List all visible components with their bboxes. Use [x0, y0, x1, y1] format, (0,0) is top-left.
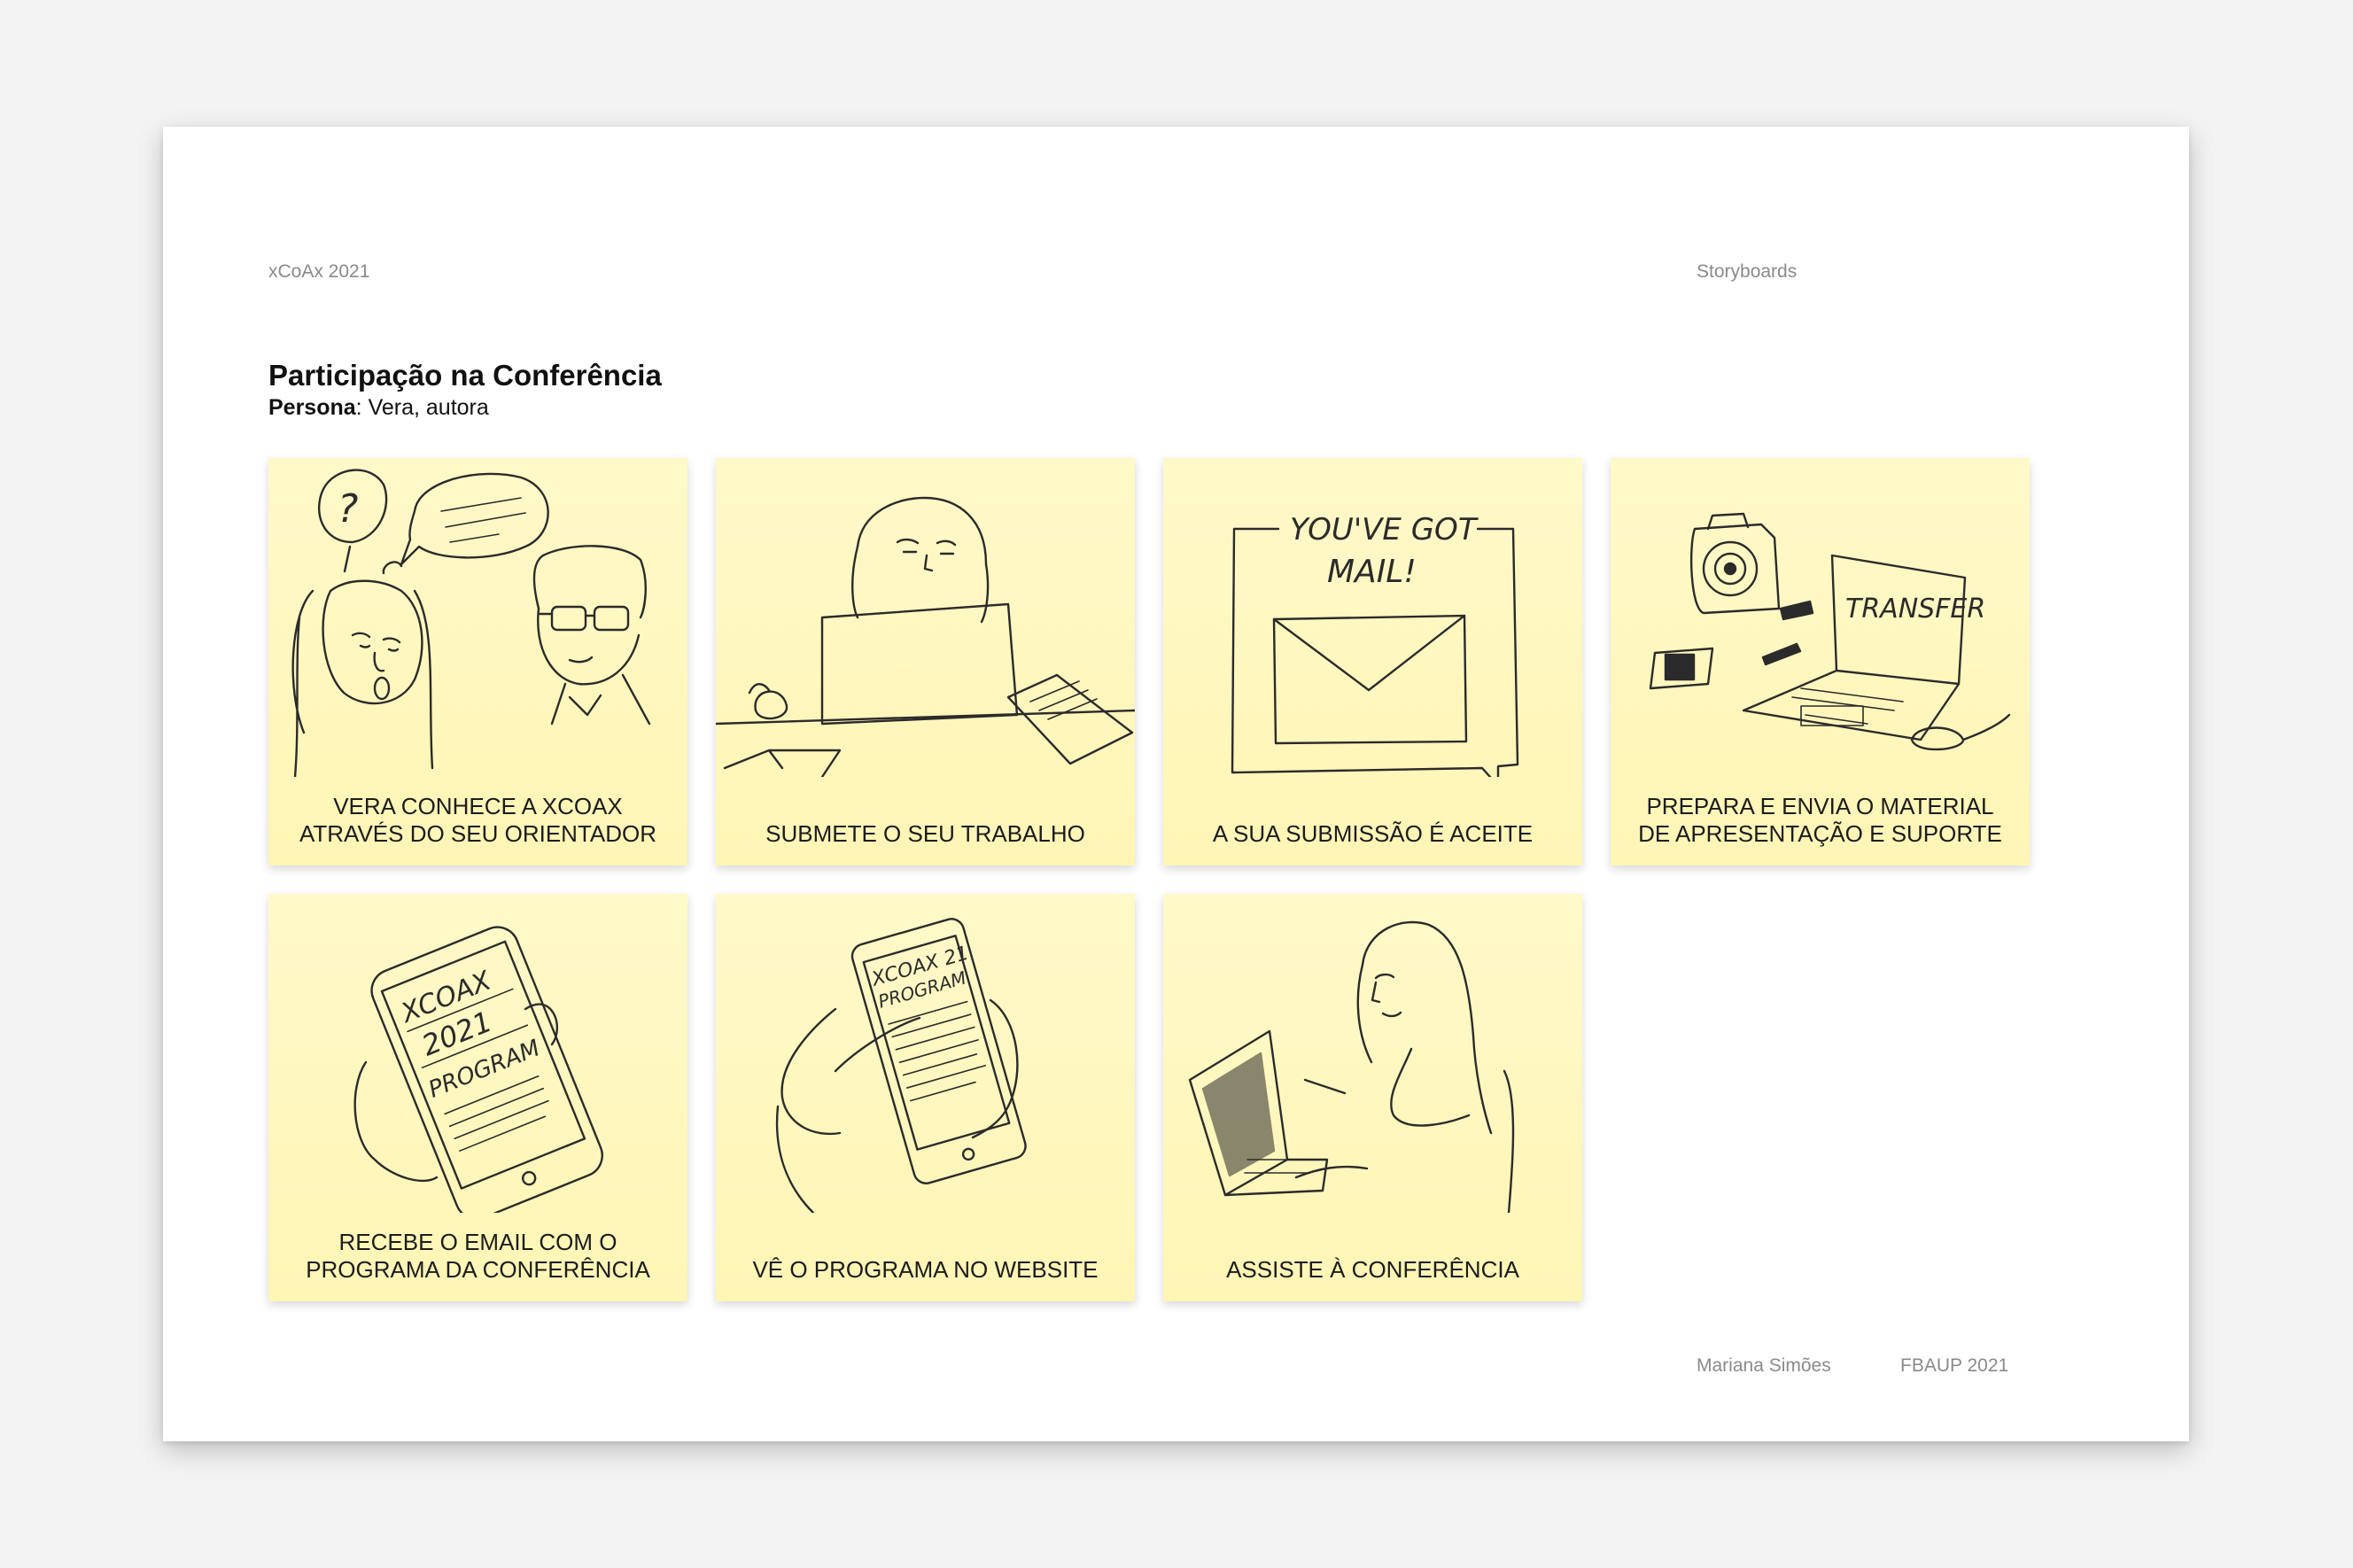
- page-title: Participação na Conferência: [268, 359, 662, 392]
- mail-exclaim-text: MAIL!: [1327, 554, 1417, 590]
- panel-5-caption: RECEBE O EMAIL COM O PROGRAMA DA CONFERÊ…: [306, 1229, 650, 1283]
- storyboard-panel-7: ASSISTE À CONFERÊNCIA: [1163, 894, 1582, 1301]
- panel-3-caption: A SUA SUBMISSÃO É ACEITE: [1212, 820, 1534, 847]
- persona-line: Persona: Vera, autora: [268, 395, 489, 421]
- mail-sketch-icon: YOU'VE GOT MAIL!: [1231, 512, 1519, 777]
- persona-value: : Vera, autora: [355, 395, 489, 420]
- phone-program-sketch-icon: XCOAX 2021 PROGRAM: [353, 926, 603, 1213]
- storyboard-panel-4: TRANSFER PREPARA E ENVIA O MATERIAL DE A…: [1611, 458, 2030, 866]
- panel-7-caption: ASSISTE À CONFERÊNCIA: [1226, 1256, 1519, 1283]
- question-mark: ?: [338, 486, 358, 532]
- storyboard-panel-1: ? VERA CONHECE A XCOAX ATRAVÉS DO SEU OR…: [268, 458, 687, 866]
- storyboard-panel-3: YOU'VE GOT MAIL! A SUA SUBMISSÃO É ACEIT…: [1163, 458, 1582, 866]
- camera-laptop-sketch-icon: TRANSFER: [1649, 512, 2011, 751]
- footer-organization: FBAUP 2021: [1900, 1355, 2009, 1376]
- conversation-sketch-icon: ?: [291, 469, 651, 777]
- panel-2-caption: SUBMETE O SEU TRABALHO: [765, 820, 1085, 847]
- persona-label: Persona: [268, 395, 356, 420]
- header-project: xCoAx 2021: [268, 261, 370, 282]
- storyboard-sheet: xCoAx 2021 Storyboards Participação na C…: [163, 127, 2189, 1441]
- transfer-screen-text: TRANSFER: [1845, 594, 1985, 625]
- header-section: Storyboards: [1697, 261, 1798, 282]
- tablet-program-sketch-icon: XCOAX 21 PROGRAM: [775, 918, 1027, 1213]
- panel-4-caption: PREPARA E ENVIA O MATERIAL DE APRESENTAÇ…: [1638, 793, 2002, 847]
- panel-6-caption: VÊ O PROGRAMA NO WEBSITE: [752, 1256, 1099, 1283]
- storyboard-panel-2: SUBMETE O SEU TRABALHO: [716, 458, 1135, 866]
- storyboard-panel-5: XCOAX 2021 PROGRAM RECEBE O EMAIL COM O …: [268, 894, 687, 1301]
- mail-heading-text: YOU'VE GOT: [1290, 512, 1479, 547]
- panel-1-caption: VERA CONHECE A XCOAX ATRAVÉS DO SEU ORIE…: [299, 793, 657, 847]
- video-call-sketch-icon: [1188, 920, 1515, 1213]
- laptop-work-sketch-icon: [716, 496, 1135, 777]
- footer-author: Mariana Simões: [1697, 1355, 1831, 1376]
- storyboard-panel-6: XCOAX 21 PROGRAM VÊ O PROGRAMA NO WEBSIT…: [716, 894, 1135, 1301]
